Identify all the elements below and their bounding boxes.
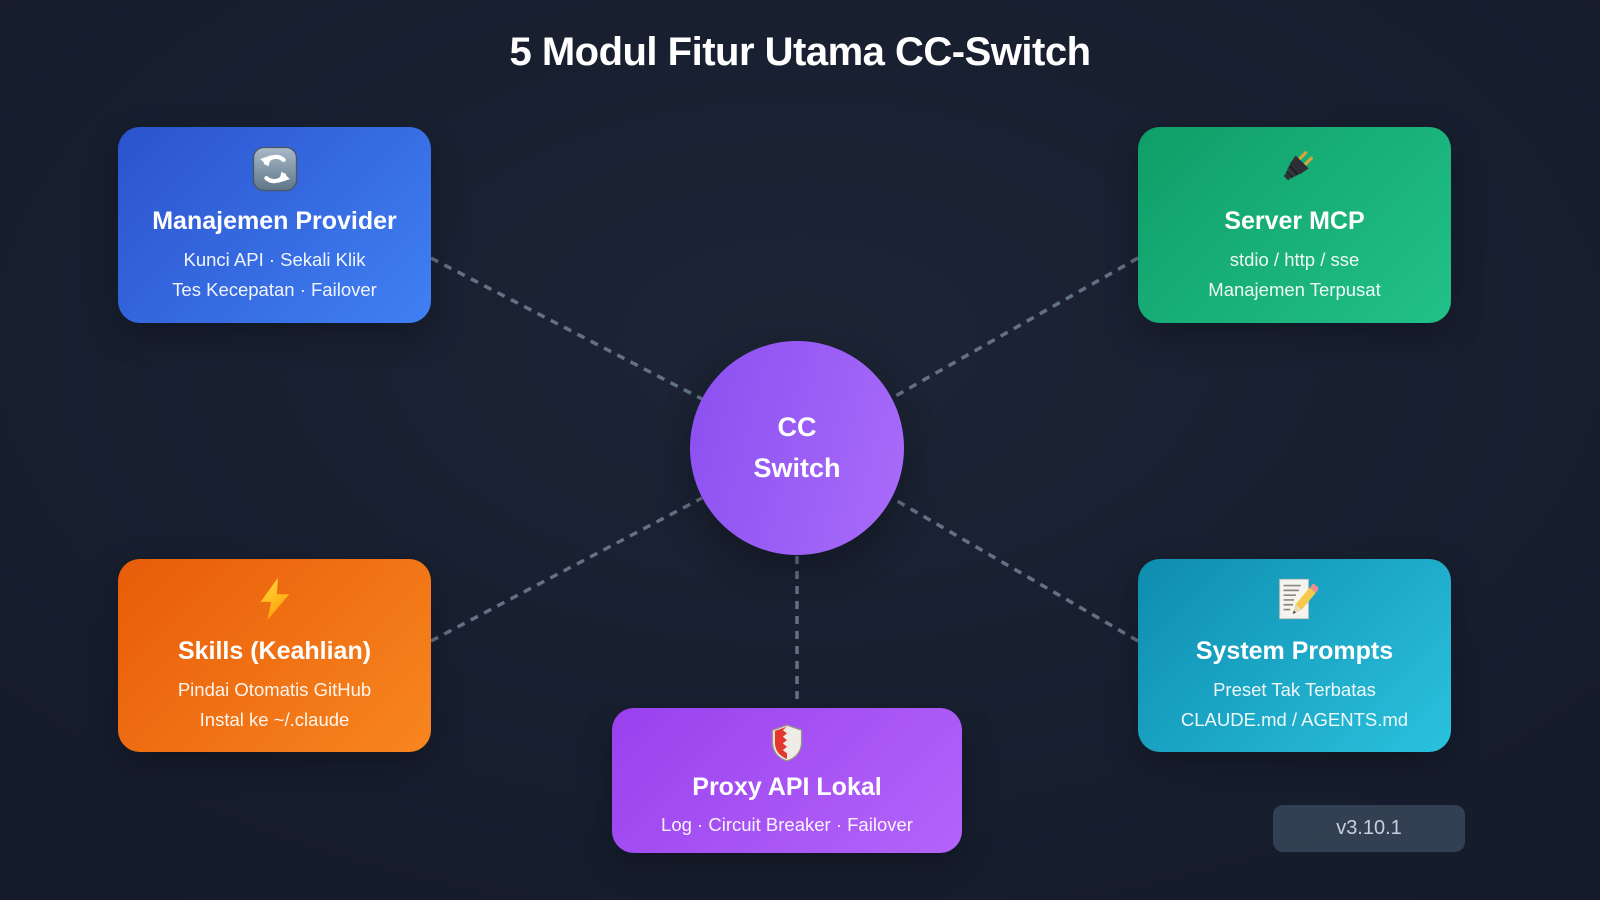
sync-icon — [252, 146, 298, 192]
center-node: CC Switch — [690, 341, 904, 555]
module-subtitle-line: Instal ke ~/.claude — [199, 709, 350, 730]
plug-icon — [1272, 146, 1318, 192]
center-label-line2: Switch — [753, 453, 841, 483]
module-title: Skills (Keahlian) — [177, 637, 372, 665]
connector-mcp — [891, 256, 1139, 400]
module-card-prompts: System Prompts Preset Tak Terbatas CLAUD… — [1138, 559, 1451, 752]
module-title: Manajemen Provider — [152, 206, 397, 235]
module-card-mcp: Server MCP stdio / http / sse Manajemen … — [1138, 127, 1451, 323]
module-subtitle-line: Preset Tak Terbatas — [1213, 679, 1376, 700]
module-subtitle-line: stdio / http / sse — [1229, 248, 1360, 270]
module-subtitle-line: Kunci API · Sekali Klik — [183, 248, 366, 270]
module-card-skills: Skills (Keahlian) Pindai Otomatis GitHub… — [118, 559, 431, 752]
module-subtitle-line: Tes Kecepatan · Failover — [172, 278, 377, 300]
module-subtitle-line: Log · Circuit Breaker · Failover — [661, 813, 913, 835]
module-subtitle-line: Pindai Otomatis GitHub — [177, 679, 372, 700]
memo-icon — [1272, 576, 1318, 622]
module-title: Server MCP — [1224, 206, 1365, 235]
module-title: Proxy API Lokal — [692, 772, 882, 801]
center-label-line1: CC — [777, 412, 817, 442]
shield-icon — [767, 723, 807, 763]
connector-provider — [430, 256, 703, 401]
lightning-icon — [252, 576, 298, 622]
module-card-provider: Manajemen Provider Kunci API · Sekali Kl… — [118, 127, 431, 323]
module-card-proxy: Proxy API Lokal Log · Circuit Breaker · … — [612, 708, 962, 853]
module-title: System Prompts — [1195, 637, 1394, 665]
connector-skills — [430, 496, 703, 643]
page-title: 5 Modul Fitur Utama CC-Switch — [509, 30, 1091, 74]
module-subtitle-line: Manajemen Terpusat — [1208, 278, 1381, 300]
module-subtitle-line: CLAUDE.md / AGENTS.md — [1180, 709, 1409, 730]
version-badge: v3.10.1 — [1273, 805, 1465, 852]
connector-prompts — [891, 496, 1139, 643]
